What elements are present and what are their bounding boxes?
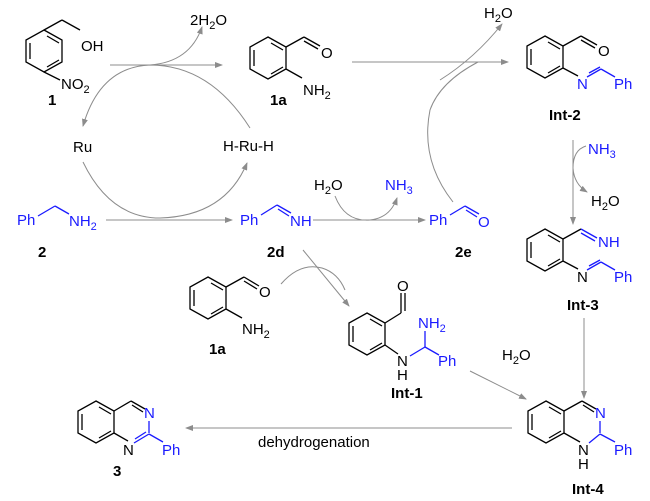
phenyl-label: Ph [614, 269, 632, 286]
water-byproduct-right: H2O [591, 193, 620, 213]
ring-nitrogen-top: N [595, 405, 606, 422]
imine-nitrogen: N [577, 76, 588, 93]
amine-nitrogen: N [397, 353, 408, 370]
aldehyde-oxygen: O [259, 284, 271, 301]
phenyl-label: Ph [614, 442, 632, 459]
compound-1-label: 1 [48, 92, 56, 109]
ammonia-reagent-right: NH3 [588, 141, 616, 161]
cycle-arrow-bottom [82, 161, 248, 219]
compound-1a-middle: O NH2 1a [189, 276, 271, 358]
int4-label: Int-4 [572, 481, 604, 498]
imine-nh-label: NH [290, 213, 312, 230]
amine-label: NH2 [242, 321, 270, 341]
ring-nitrogen-top: N [144, 405, 155, 422]
arrow-release-water [149, 26, 203, 66]
phenyl-label: Ph [429, 212, 447, 229]
ammonia-byproduct-mid: NH3 [385, 177, 413, 197]
aldehyde-oxygen: O [397, 278, 409, 295]
compound-2: Ph NH2 2 [17, 205, 97, 261]
ruthenium-catalyst: Ru [73, 139, 92, 156]
imine-nh-label: NH [598, 234, 620, 251]
aldehyde-oxygen: O [321, 45, 333, 62]
ring-nitrogen-bottom: N [123, 442, 134, 459]
aldehyde-oxygen: O [598, 43, 610, 60]
compound-1a-label: 1a [209, 341, 226, 358]
dehydrogenation-label: dehydrogenation [258, 434, 370, 451]
arrow-int1-to-int4 [469, 370, 527, 400]
hydroxyl-label: OH [81, 38, 104, 55]
arrow-release-water-top [439, 23, 503, 81]
intermediate-int2: O N Ph Int-2 [526, 35, 632, 124]
water-byproduct-2h2o: 2H2O [190, 12, 227, 32]
compound-2-label: 2 [38, 244, 46, 261]
cycle-arrow-top [82, 64, 251, 129]
arrow-1a-merge-curve [280, 266, 346, 291]
arrow-ammonia-water-curve [572, 145, 588, 193]
compound-3-label: 3 [113, 463, 121, 480]
aldehyde-oxygen: O [478, 214, 490, 231]
compound-2e: Ph O 2e [429, 205, 490, 261]
ruthenium-hydride: H-Ru-H [223, 138, 274, 155]
arrow-2d-to-int1 [302, 249, 350, 307]
benzene-ring-1 [25, 29, 63, 73]
nitro-label: NO2 [61, 76, 90, 96]
amine-label: NH2 [418, 315, 446, 335]
intermediate-int3: NH N Ph Int-3 [526, 228, 632, 314]
int1-label: Int-1 [391, 385, 423, 402]
compound-2e-label: 2e [455, 244, 472, 261]
compound-1: OH NO2 1 [25, 19, 104, 109]
compound-2d: Ph NH 2d [240, 204, 312, 261]
nh-hydrogen: H [578, 456, 589, 473]
water-byproduct-int4: H2O [502, 347, 531, 367]
compound-1a-top: O NH2 1a [249, 36, 333, 109]
arrow-2e-condensation [427, 61, 479, 203]
water-reagent-mid: H2O [314, 177, 343, 197]
phenyl-label: Ph [162, 442, 180, 459]
amine-hydrogen: H [397, 367, 408, 384]
imine-nitrogen: N [577, 269, 588, 286]
amine-label: NH2 [69, 213, 97, 233]
water-byproduct-top: H2O [484, 5, 513, 25]
compound-3: N N Ph 3 [77, 400, 180, 480]
amine-label: NH2 [303, 82, 331, 102]
phenyl-label: Ph [438, 353, 456, 370]
phenyl-label: Ph [614, 76, 632, 93]
compound-2d-label: 2d [267, 244, 285, 261]
intermediate-int4: N N H Ph Int-4 [527, 400, 632, 498]
compound-1a-label: 1a [270, 92, 287, 109]
arrow-hydrolysis-curve [334, 195, 398, 221]
ring-nitrogen-bottom: N [578, 442, 589, 459]
phenyl-label: Ph [17, 212, 35, 229]
intermediate-int1: O N H NH2 Ph Int-1 [348, 278, 456, 402]
int2-label: Int-2 [549, 107, 581, 124]
phenyl-label: Ph [240, 212, 258, 229]
int3-label: Int-3 [567, 297, 599, 314]
